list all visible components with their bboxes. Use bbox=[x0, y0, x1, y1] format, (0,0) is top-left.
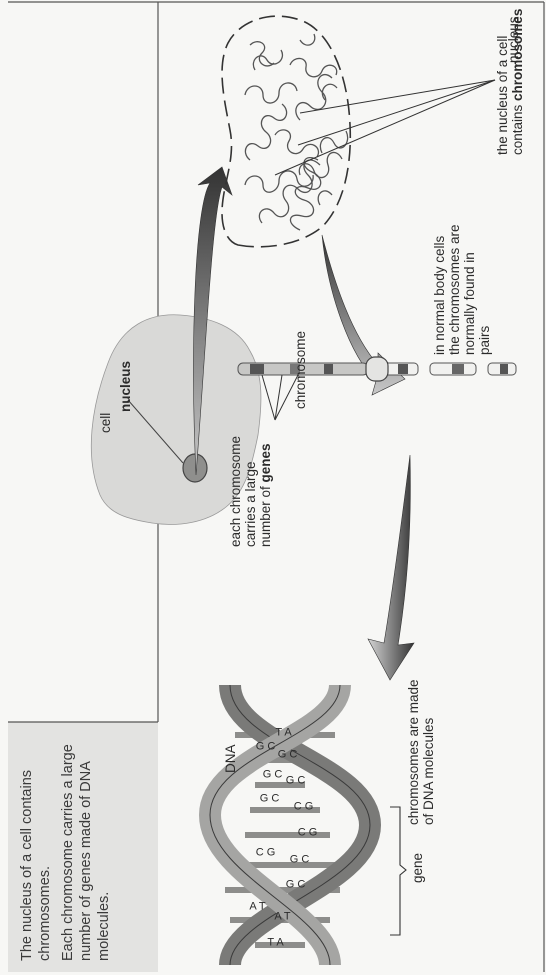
label-nucleus-contains: the nucleus of a cell contains chromosom… bbox=[495, 9, 525, 155]
label-pairs-note: in normal body cells the chromosomes are… bbox=[432, 224, 492, 355]
nucleus-contains-line-2: contains chromosomes bbox=[510, 9, 525, 155]
genes-line-3: number of genes bbox=[258, 436, 273, 547]
pairs-line-4: pairs bbox=[477, 224, 492, 355]
base-pair: G C bbox=[260, 792, 280, 807]
label-dna-made: chromosomes are made of DNA molecules bbox=[406, 679, 436, 825]
label-gene: gene bbox=[410, 853, 425, 883]
pairs-line-1: in normal body cells bbox=[432, 224, 447, 355]
gene-bracket bbox=[390, 807, 406, 935]
base-pair: A T bbox=[249, 899, 265, 914]
dna-made-line-2: of DNA molecules bbox=[421, 679, 436, 825]
chromosome-pointers bbox=[275, 80, 495, 175]
pairs-line-3: normally found in bbox=[462, 224, 477, 355]
base-pair: G C bbox=[278, 748, 298, 763]
base-pair: T A bbox=[267, 935, 283, 950]
base-pair: G C bbox=[263, 768, 283, 783]
summary-text: The nucleus of a cell contains chromosom… bbox=[18, 731, 118, 961]
label-nucleus-small: nucleus bbox=[118, 361, 133, 412]
label-chromosome: chromosome bbox=[293, 331, 308, 409]
base-pair: T A bbox=[275, 725, 291, 740]
label-dna: DNA bbox=[223, 744, 238, 773]
base-pair: C G bbox=[294, 800, 314, 815]
base-pair: G C bbox=[286, 878, 306, 893]
arrow-chromosome-to-dna bbox=[368, 455, 414, 680]
chromatin-tangle bbox=[245, 34, 348, 230]
nucleus-contains-line-1: the nucleus of a cell bbox=[495, 9, 510, 155]
genes-line-2: carries a large bbox=[243, 436, 258, 547]
big-nucleus-membrane bbox=[222, 16, 350, 247]
dna-made-line-1: chromosomes are made bbox=[406, 679, 421, 825]
summary-sentence-2: Each chromosome carries a large number o… bbox=[59, 731, 113, 961]
label-cell: cell bbox=[98, 413, 113, 433]
base-pair: G C bbox=[290, 853, 310, 868]
base-pair: C G bbox=[298, 826, 318, 841]
genes-line-1: each chromosome bbox=[228, 436, 243, 547]
chromosome bbox=[238, 357, 516, 381]
base-pair: G C bbox=[286, 774, 306, 789]
base-pair: C G bbox=[256, 846, 276, 861]
pairs-line-2: the chromosomes are bbox=[447, 224, 462, 355]
base-pair: A T bbox=[274, 909, 290, 924]
base-pair: G C bbox=[256, 740, 276, 755]
summary-sentence-1: The nucleus of a cell contains chromosom… bbox=[18, 731, 54, 961]
label-genes-note: each chromosome carries a large number o… bbox=[228, 436, 273, 547]
